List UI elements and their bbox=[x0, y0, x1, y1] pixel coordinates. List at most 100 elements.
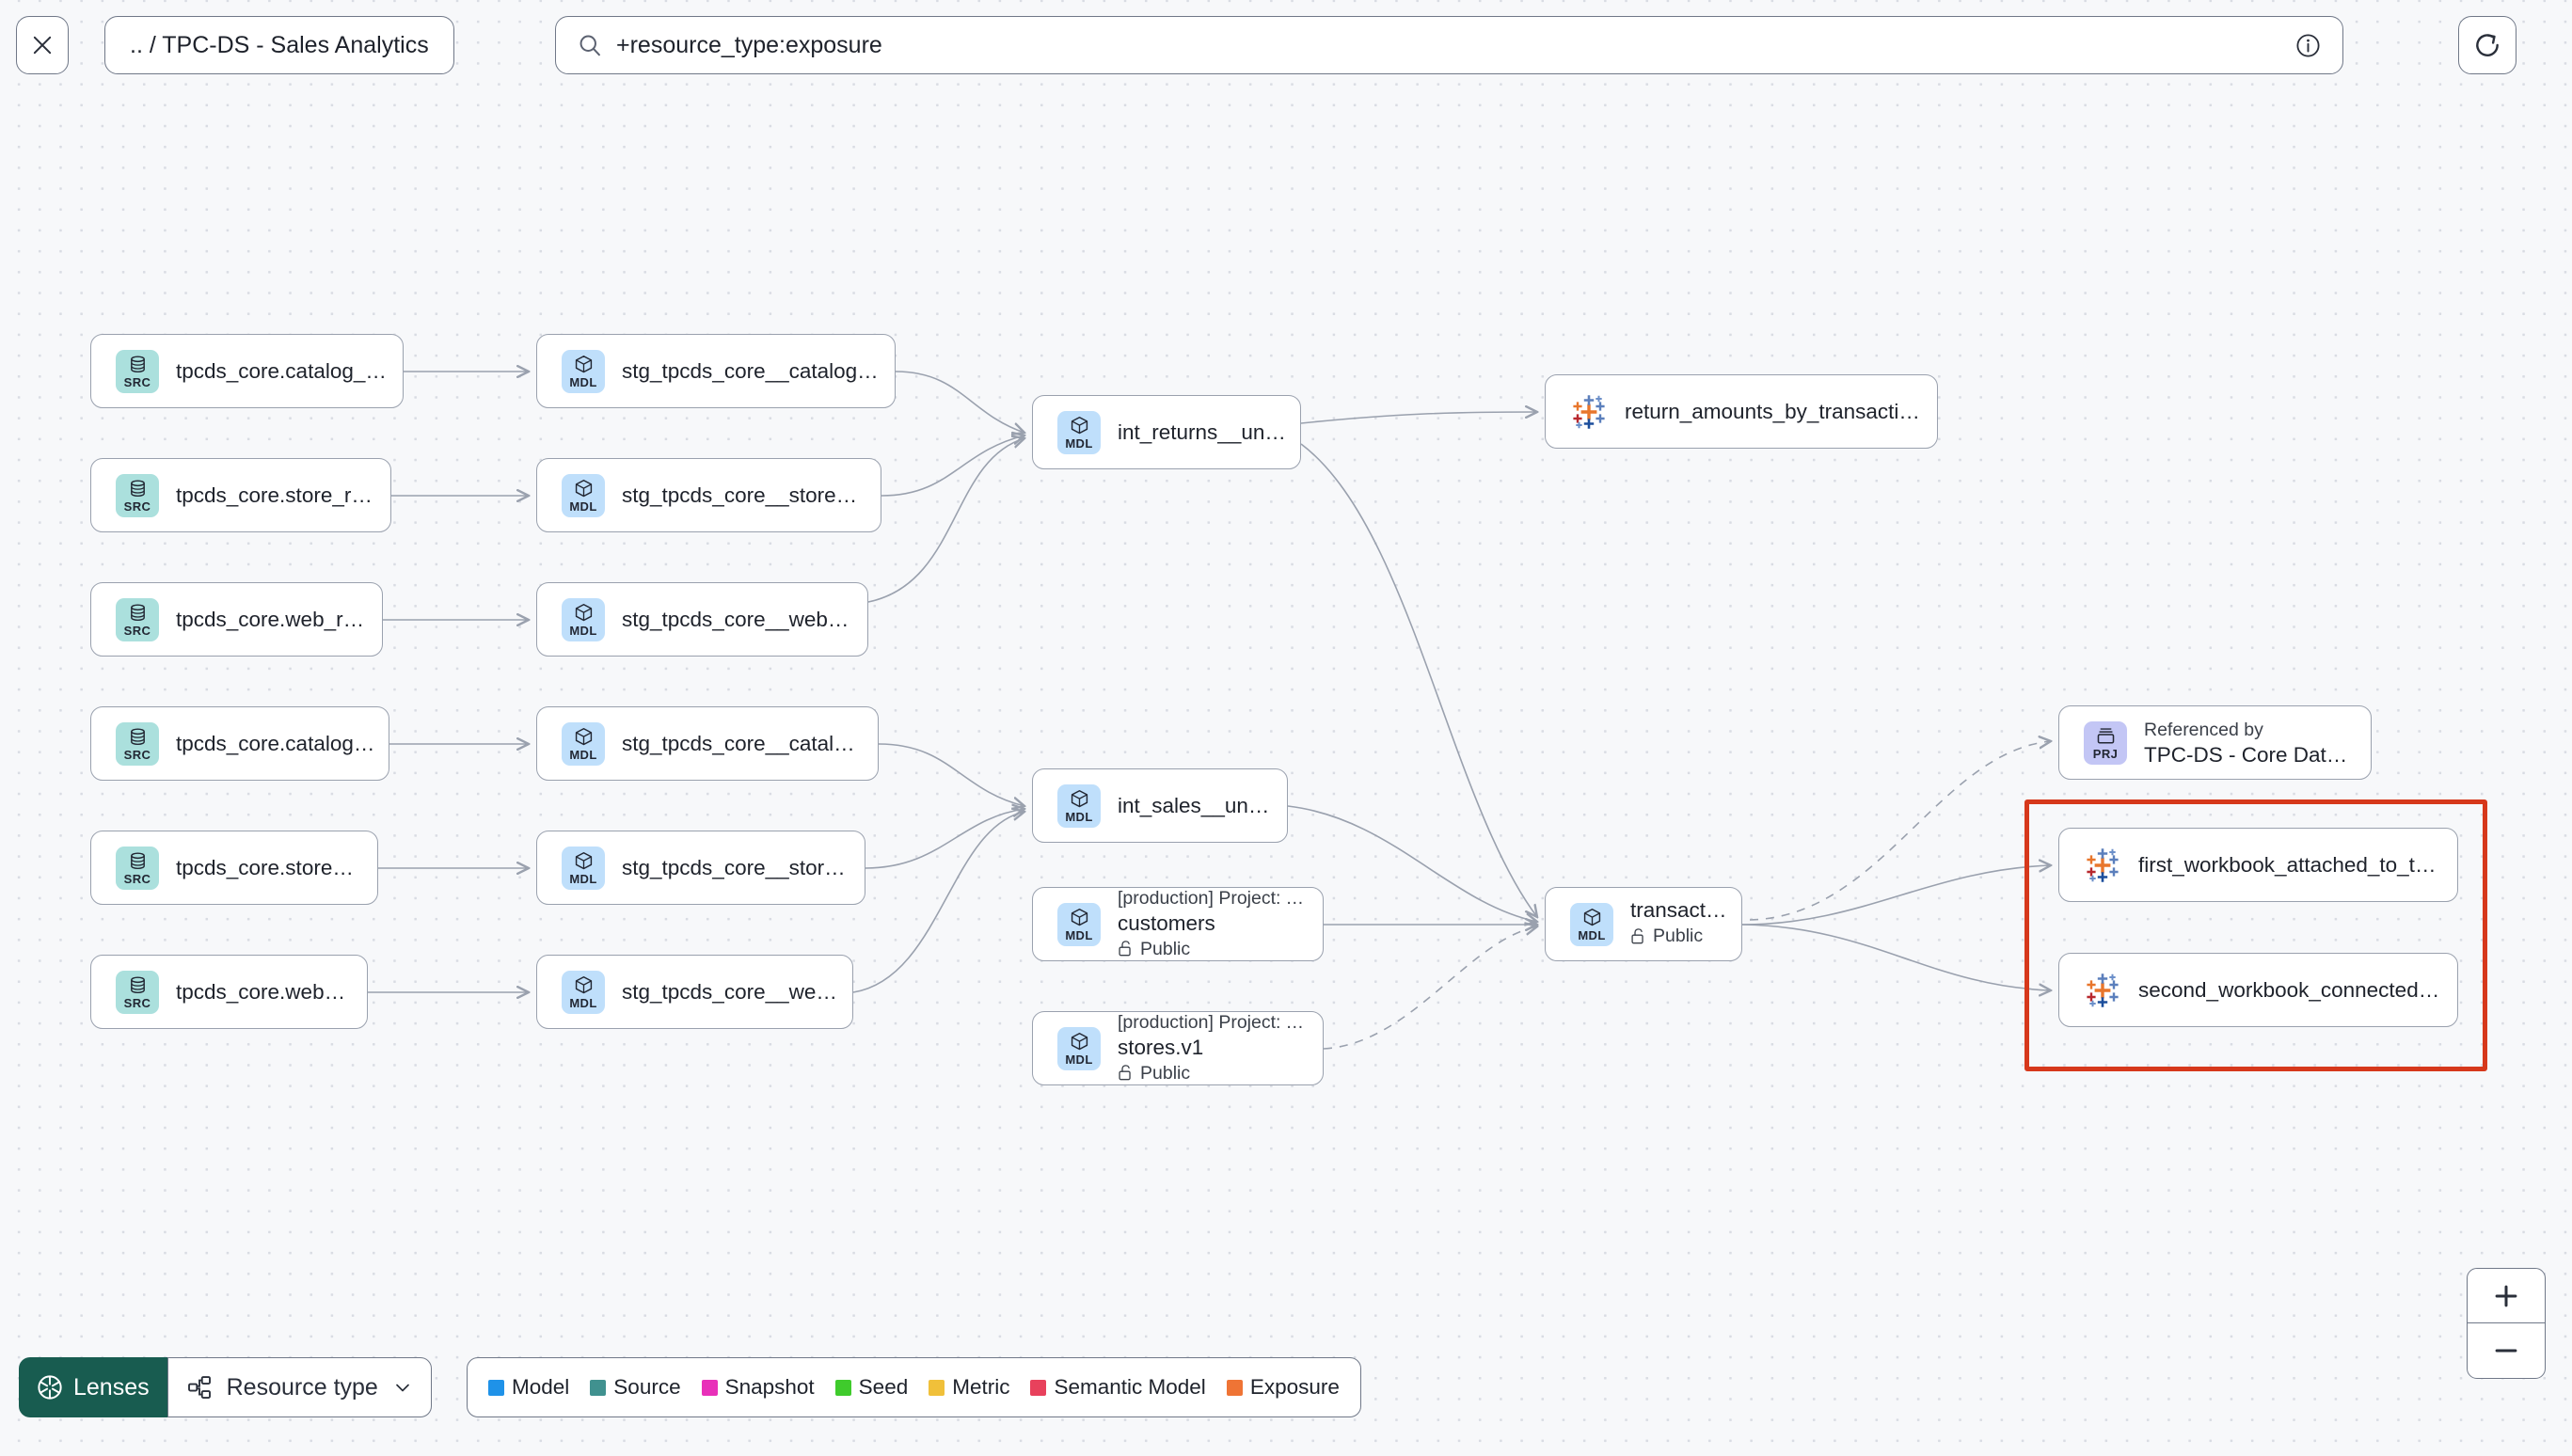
graph-node-stg_store_returns[interactable]: MDL stg_tpcds_core__store_returns bbox=[536, 458, 881, 532]
close-button[interactable] bbox=[16, 16, 69, 74]
legend-item-model[interactable]: Model bbox=[488, 1375, 569, 1400]
badge-type-label: MDL bbox=[1065, 927, 1093, 942]
badge-type-label: MDL bbox=[1065, 809, 1093, 824]
legend-item-metric[interactable]: Metric bbox=[929, 1375, 1009, 1400]
src-badge-icon: SRC bbox=[116, 349, 159, 393]
chevron-down-icon bbox=[395, 1384, 409, 1392]
mdl-badge-icon: MDL bbox=[562, 970, 605, 1014]
badge-type-label: SRC bbox=[123, 747, 151, 762]
legend-item-exposure[interactable]: Exposure bbox=[1226, 1375, 1340, 1400]
badge-type-label: MDL bbox=[569, 623, 597, 638]
breadcrumb-label: .. / TPC-DS - Sales Analytics bbox=[130, 31, 429, 58]
graph-node-return_amounts_by_transaction_type[interactable]: return_amounts_by_transaction_type bbox=[1545, 374, 1938, 449]
node-text-block: tpcds_core.store_sales bbox=[176, 856, 377, 880]
src-badge-icon: SRC bbox=[116, 721, 159, 766]
lenses-label: Lenses bbox=[73, 1373, 150, 1401]
legend-swatch bbox=[1030, 1379, 1047, 1396]
legend-item-snapshot[interactable]: Snapshot bbox=[701, 1375, 815, 1400]
mdl-badge-icon: MDL bbox=[562, 349, 605, 393]
tableau-exposure-icon bbox=[1573, 394, 1605, 429]
search-bar[interactable]: +resource_type:exposure bbox=[555, 16, 2343, 74]
node-text-block: tpcds_core.web_sales bbox=[176, 980, 367, 1005]
node-label: return_amounts_by_transaction_type bbox=[1625, 399, 1924, 423]
src-badge-icon: SRC bbox=[116, 970, 159, 1014]
zoom-in-button[interactable] bbox=[2468, 1269, 2545, 1323]
mdl-badge-icon: MDL bbox=[562, 721, 605, 766]
node-text-block: [production] Project: TPC-DS - Core Data… bbox=[1118, 1010, 1323, 1086]
graph-node-first_workbook[interactable]: first_workbook_attached_to_tpc-ds_-_… bbox=[2058, 828, 2458, 902]
node-text-block: stg_tpcds_core__catalog_returns bbox=[622, 359, 895, 384]
graph-node-transactions[interactable]: MDL transactionsPublic bbox=[1545, 887, 1742, 961]
src-badge-icon: SRC bbox=[116, 846, 159, 890]
prj-badge-icon: PRJ bbox=[2084, 720, 2127, 765]
graph-node-src_catalog_returns[interactable]: SRC tpcds_core.catalog_returns bbox=[90, 334, 404, 408]
badge-type-label: MDL bbox=[1578, 927, 1606, 942]
legend-label: Semantic Model bbox=[1054, 1375, 1206, 1399]
node-label: first_workbook_attached_to_tpc-ds_-_… bbox=[2138, 852, 2444, 877]
legend-item-seed[interactable]: Seed bbox=[834, 1375, 908, 1400]
node-label: tpcds_core.store_returns bbox=[176, 483, 377, 507]
graph-node-stores_v1[interactable]: MDL[production] Project: TPC-DS - Core D… bbox=[1032, 1011, 1324, 1085]
node-label: tpcds_core.web_returns bbox=[176, 607, 369, 631]
node-label: stg_tpcds_core__catalog_sales bbox=[622, 731, 865, 755]
info-icon[interactable] bbox=[2294, 32, 2322, 59]
graph-node-int_sales_unioned[interactable]: MDL int_sales__unioned bbox=[1032, 768, 1288, 843]
graph-node-src_web_sales[interactable]: SRC tpcds_core.web_sales bbox=[90, 955, 368, 1029]
node-text-block: stg_tpcds_core__store_returns bbox=[622, 483, 881, 508]
node-label: stg_tpcds_core__web_returns bbox=[622, 607, 854, 631]
node-label: transactions bbox=[1630, 898, 1728, 923]
search-icon bbox=[577, 32, 603, 58]
node-text-block: stg_tpcds_core__catalog_sales bbox=[622, 732, 878, 756]
node-text-block: second_workbook_connected_to_live… bbox=[2138, 978, 2457, 1003]
badge-type-label: SRC bbox=[123, 374, 151, 389]
search-input[interactable]: +resource_type:exposure bbox=[616, 31, 882, 58]
mdl-badge-icon: MDL bbox=[562, 846, 605, 890]
graph-node-stg_store_sales[interactable]: MDL stg_tpcds_core__store_sales bbox=[536, 831, 865, 905]
lenses-button[interactable]: Lenses bbox=[19, 1357, 168, 1417]
node-label: customers bbox=[1118, 910, 1215, 935]
mdl-badge-icon: MDL bbox=[562, 597, 605, 641]
node-sublabel: [production] Project: TPC-DS - Core Data… bbox=[1118, 888, 1310, 910]
breadcrumb[interactable]: .. / TPC-DS - Sales Analytics bbox=[104, 16, 454, 74]
resource-type-dropdown[interactable]: Resource type bbox=[167, 1357, 432, 1417]
unlock-icon bbox=[1119, 941, 1131, 957]
graph-node-customers[interactable]: MDL [production] Project: TPC-DS - Core D… bbox=[1032, 887, 1324, 961]
mdl-badge-icon: MDL bbox=[1057, 410, 1101, 454]
zoom-controls bbox=[2467, 1268, 2546, 1379]
legend-label: Model bbox=[512, 1375, 570, 1399]
graph-node-second_workbook[interactable]: second_workbook_connected_to_live… bbox=[2058, 953, 2458, 1027]
aperture-icon bbox=[38, 1375, 62, 1400]
refresh-icon bbox=[2476, 34, 2499, 56]
node-access-badge: Public bbox=[1630, 923, 1728, 949]
graph-node-stg_catalog_sales[interactable]: MDL stg_tpcds_core__catalog_sales bbox=[536, 706, 879, 781]
node-access-label: Public bbox=[1140, 938, 1191, 959]
graph-node-stg_catalog_returns[interactable]: MDL stg_tpcds_core__catalog_returns bbox=[536, 334, 896, 408]
node-sublabel: Referenced by bbox=[2144, 720, 2263, 741]
node-label: int_sales__unioned bbox=[1118, 793, 1274, 817]
tableau-exposure-icon bbox=[2087, 847, 2119, 882]
legend-item-source[interactable]: Source bbox=[590, 1375, 681, 1400]
graph-node-stg_web_returns[interactable]: MDL stg_tpcds_core__web_returns bbox=[536, 582, 868, 657]
refresh-button[interactable] bbox=[2458, 16, 2516, 74]
node-sublabel: [production] Project: TPC-DS - Core Data… bbox=[1118, 1012, 1310, 1034]
legend-item-semantic-model[interactable]: Semantic Model bbox=[1030, 1375, 1206, 1400]
node-label: TPC-DS - Core Data Models bbox=[2144, 742, 2358, 767]
node-text-block: tpcds_core.catalog_returns bbox=[176, 359, 403, 384]
plus-icon bbox=[2495, 1285, 2517, 1306]
badge-type-label: MDL bbox=[569, 747, 597, 762]
mdl-badge-icon: MDL bbox=[562, 473, 605, 517]
badge-type-label: SRC bbox=[123, 995, 151, 1010]
node-text-block: stg_tpcds_core__store_sales bbox=[622, 856, 865, 880]
zoom-out-button[interactable] bbox=[2468, 1323, 2545, 1378]
node-text-block: int_sales__unioned bbox=[1118, 794, 1287, 818]
graph-node-src_store_sales[interactable]: SRC tpcds_core.store_sales bbox=[90, 831, 378, 905]
node-label: stg_tpcds_core__store_returns bbox=[622, 483, 867, 507]
